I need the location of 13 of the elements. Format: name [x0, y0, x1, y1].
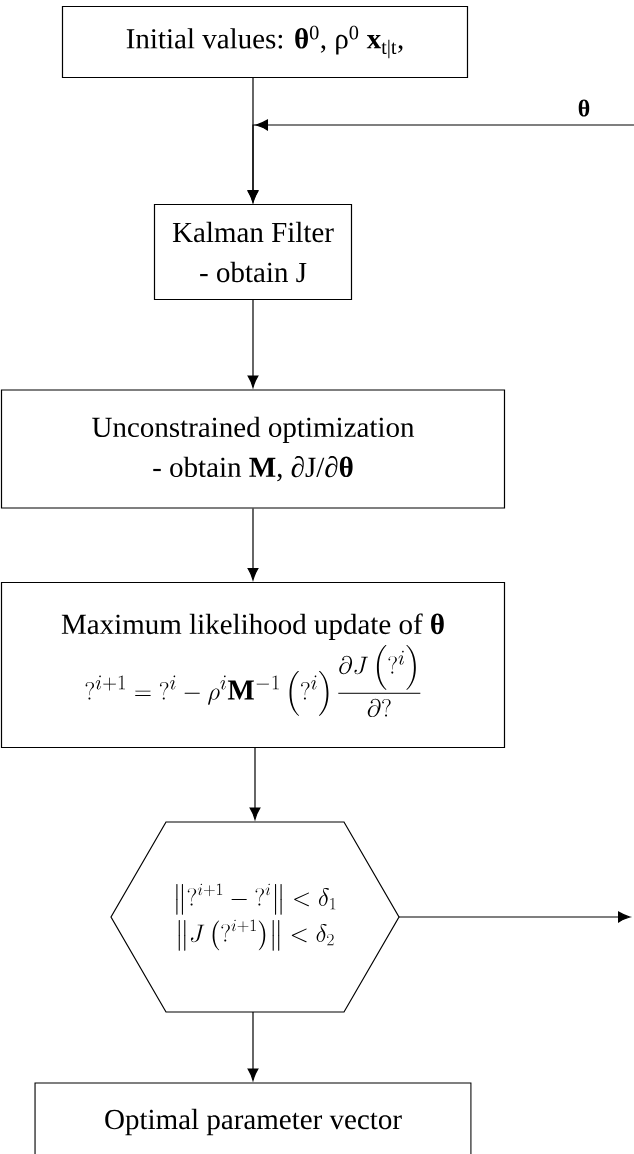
process-box: Unconstrained optimization - obtain M, ∂J/∂θ [0, 389, 506, 509]
decision-hexagon: $\left\|\mathbf{?}^{i+1}-\mathbf{?}^{i}\right\|<\delta_{1}$ $\left\|J\left(\mathbf{?}^{i+1}\right)\right\|<\delta_{2}$ [110, 821, 400, 1013]
arrow [247, 119, 634, 203]
process-box: Maximum likelihood update of θ $\mathbf{?}^{i+1}=\mathbf{?}^{i}-\rho^{i}\mathbf{M}^{-1}\left(\mathbf{?}^{i}\right)\frac{\partial J\left(\mathbf{?}^{i}\right)}{\partial\mathbf{?}}$ [0, 581, 506, 749]
arrow [247, 508, 259, 581]
process-box: Kalman Filter - obtain J [153, 203, 353, 301]
process-box: Initial values: θ$^{0}$, ρ$^{0}$ x$_{t|t}$, [61, 5, 469, 79]
arrow [247, 299, 259, 388]
arrow [398, 911, 631, 923]
edge-label: θ [576, 98, 592, 118]
arrow [249, 747, 261, 820]
process-box: Optimal parameter vector [34, 1082, 472, 1154]
arrow [247, 1011, 259, 1081]
